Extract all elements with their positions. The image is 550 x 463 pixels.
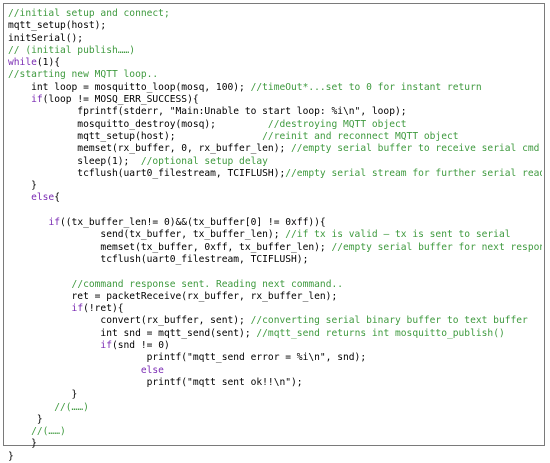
code-text: convert(rx_buffer, sent); [8, 315, 251, 327]
code-line: printf("mqtt_send error = %i\n", snd); [8, 352, 542, 364]
code-comment: //initial setup and connect; [8, 8, 170, 19]
code-text: (!ret){ [83, 303, 124, 315]
code-comment: //(……) [54, 401, 89, 413]
code-comment: //if tx is valid – tx is sent to serial [285, 229, 511, 241]
code-listing: //initial setup and connect;mqtt_setup(h… [8, 8, 542, 463]
code-text [8, 94, 31, 105]
code-comment: //mqtt_send returns int mosquitto_publis… [256, 327, 505, 339]
code-comment: //starting new MQTT loop.. [8, 69, 159, 81]
code-line: //(……) [8, 426, 542, 438]
code-text [8, 426, 31, 437]
code-line: initSerial(); [8, 33, 542, 45]
code-text [8, 340, 100, 351]
code-text: (loop != MOSQ_ERR_SUCCESS){ [42, 94, 199, 106]
code-text: ((tx_buffer_len!= 0)&&(tx_buffer[0] != 0… [60, 217, 326, 229]
code-comment: //timeOut*...set to 0 for instant return [250, 81, 482, 93]
code-line: ret = packetReceive(rx_buffer, rx_buffer… [8, 291, 542, 303]
code-line: if(snd != 0) [8, 340, 542, 352]
code-text: mqtt_setup(host); [8, 20, 107, 32]
code-listing-frame: //initial setup and connect;mqtt_setup(h… [3, 3, 545, 462]
code-keyword: while [8, 57, 37, 69]
code-comment: //destroying MQTT object [267, 118, 407, 130]
code-text: mosquitto_destroy(mosq); [8, 118, 268, 130]
code-text [8, 402, 54, 413]
code-text: { [54, 192, 60, 204]
code-text: printf("mqtt_send error = %i\n", snd); [8, 352, 367, 364]
code-line: if(loop != MOSQ_ERR_SUCCESS){ [8, 94, 542, 106]
code-line: tcflush(uart0_filestream, TCIFLUSH);//em… [8, 168, 542, 180]
code-text: (snd != 0) [111, 340, 170, 352]
code-keyword: else [31, 192, 55, 204]
code-line: int loop = mosquitto_loop(mosq, 100); //… [8, 82, 542, 94]
code-line: //(……) [8, 402, 542, 414]
code-text [8, 279, 72, 290]
code-line: int snd = mqtt_send(sent); //mqtt_send r… [8, 328, 542, 340]
code-text: send(tx_buffer, tx_buffer_len); [8, 229, 286, 241]
code-comment: //reinit and reconnect MQTT object [262, 130, 459, 142]
code-comment: //empty serial stream for further serial… [285, 167, 542, 179]
code-text: } [8, 413, 43, 425]
code-line: send(tx_buffer, tx_buffer_len); //if tx … [8, 229, 542, 241]
code-line: } [8, 451, 542, 463]
code-comment: // (initial publish……) [8, 44, 136, 56]
code-text [8, 303, 72, 314]
code-line: memset(tx_buffer, 0xff, tx_buffer_len); … [8, 242, 542, 254]
code-comment: //empty serial buffer to receive serial … [291, 143, 540, 155]
code-line: else [8, 365, 542, 377]
code-text [8, 217, 48, 228]
code-line: mqtt_setup(host); //reinit and reconnect… [8, 131, 542, 143]
code-line: } [8, 180, 542, 192]
code-text [8, 365, 141, 376]
code-line: sleep(1); //optional setup delay [8, 156, 542, 168]
code-keyword: if [48, 217, 60, 229]
code-text: memset(tx_buffer, 0xff, tx_buffer_len); [8, 241, 332, 253]
code-line: mosquitto_destroy(mosq); //destroying MQ… [8, 119, 542, 131]
code-text: ret = packetReceive(rx_buffer, rx_buffer… [8, 290, 338, 302]
code-text [8, 192, 31, 203]
code-line: if(!ret){ [8, 303, 542, 315]
code-line: tcflush(uart0_filestream, TCIFLUSH); [8, 254, 542, 266]
code-line: mqtt_setup(host); [8, 20, 542, 32]
code-keyword: if [31, 94, 43, 106]
code-text: } [8, 180, 37, 192]
code-line: printf("mqtt sent ok!!\n"); [8, 377, 542, 389]
code-line: //command response sent. Reading next co… [8, 279, 542, 291]
code-line: //starting new MQTT loop.. [8, 69, 542, 81]
code-comment: //converting serial binary buffer to tex… [250, 315, 528, 327]
code-text: fprintf(stderr, "Main:Unable to start lo… [8, 106, 407, 118]
code-text: mqtt_setup(host); [8, 130, 263, 142]
code-text: tcflush(uart0_filestream, TCIFLUSH); [8, 253, 309, 265]
code-text: (1){ [36, 57, 60, 69]
code-text: } [8, 450, 14, 462]
code-text: } [8, 389, 78, 401]
code-line [8, 266, 542, 278]
code-text: int loop = mosquitto_loop(mosq, 100); [8, 81, 251, 93]
code-text: printf("mqtt sent ok!!\n"); [8, 376, 303, 388]
code-text: sleep(1); [8, 155, 141, 167]
code-line: //initial setup and connect; [8, 8, 542, 20]
code-text: initSerial(); [8, 32, 84, 44]
code-text: } [8, 438, 37, 450]
code-keyword: if [71, 303, 84, 315]
code-line: while(1){ [8, 57, 542, 69]
code-keyword: else [140, 364, 164, 376]
code-line: fprintf(stderr, "Main:Unable to start lo… [8, 106, 542, 118]
code-line: // (initial publish……) [8, 45, 542, 57]
code-text: int snd = mqtt_send(sent); [8, 327, 257, 339]
code-comment: //optional setup delay [140, 155, 268, 167]
code-line [8, 205, 542, 217]
code-comment: //command response sent. Reading next co… [71, 278, 344, 290]
code-comment: //(……) [31, 426, 66, 438]
code-line: convert(rx_buffer, sent); //converting s… [8, 315, 542, 327]
code-line: } [8, 438, 542, 450]
code-line: else{ [8, 192, 542, 204]
code-comment: //empty serial buffer for next response [331, 241, 542, 253]
code-line: if((tx_buffer_len!= 0)&&(tx_buffer[0] !=… [8, 217, 542, 229]
code-line: } [8, 389, 542, 401]
code-text: memset(rx_buffer, 0, rx_buffer_len); [8, 143, 292, 155]
code-line: } [8, 414, 542, 426]
code-keyword: if [100, 340, 112, 352]
code-line: memset(rx_buffer, 0, rx_buffer_len); //e… [8, 143, 542, 155]
code-text: tcflush(uart0_filestream, TCIFLUSH); [8, 167, 286, 179]
